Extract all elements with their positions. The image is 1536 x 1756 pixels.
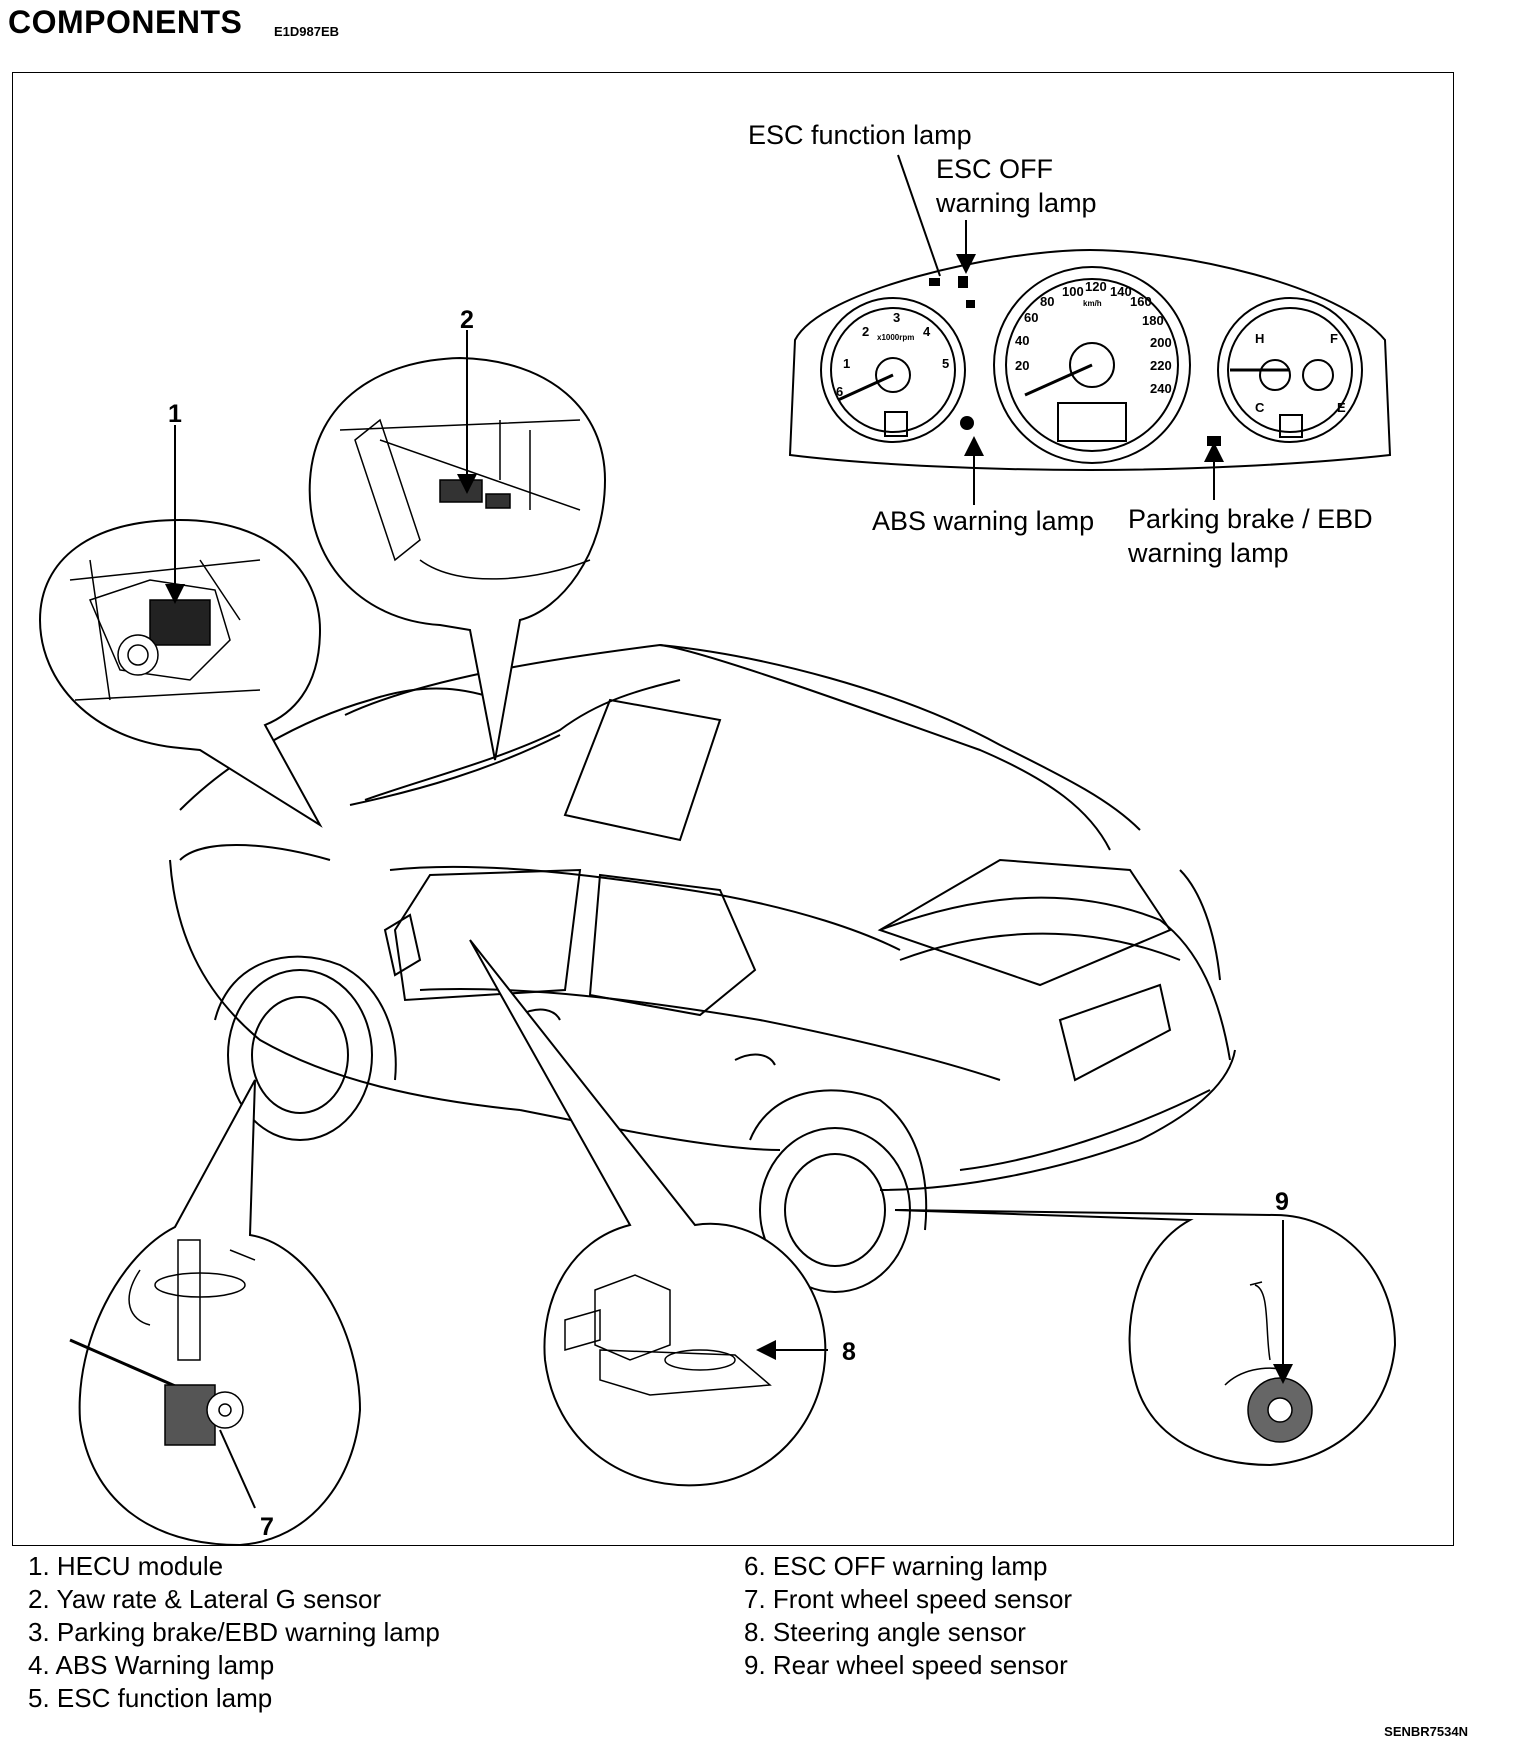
speed-40: 40 bbox=[1015, 333, 1029, 348]
instrument-cluster bbox=[788, 248, 1392, 472]
speed-unit: km/h bbox=[1083, 299, 1102, 308]
number-8: 8 bbox=[842, 1338, 856, 1366]
number-1: 1 bbox=[168, 400, 182, 428]
abs-warning-icon bbox=[960, 416, 974, 430]
speed-20: 20 bbox=[1015, 358, 1029, 373]
esc-off-icon bbox=[958, 276, 968, 288]
legend-item-2: 2. Yaw rate & Lateral G sensor bbox=[28, 1584, 382, 1614]
number-7: 7 bbox=[260, 1513, 274, 1541]
speed-240: 240 bbox=[1150, 381, 1172, 396]
legend-right: 6. ESC OFF warning lamp 7. Front wheel s… bbox=[744, 1550, 1072, 1682]
figure-code: SENBR7534N bbox=[1384, 1724, 1468, 1739]
rear-wheel-sensor-illustration bbox=[1224, 1281, 1313, 1443]
legend-item-5: 5. ESC function lamp bbox=[28, 1683, 273, 1713]
page-title: COMPONENTS bbox=[8, 4, 243, 40]
abs-label: ABS warning lamp bbox=[872, 506, 1094, 536]
steering-sensor-illustration bbox=[564, 1274, 772, 1396]
temp-h: H bbox=[1255, 331, 1264, 346]
speed-180: 180 bbox=[1142, 313, 1164, 328]
speed-120: 120 bbox=[1085, 279, 1107, 294]
speedometer-scale: 20 40 60 80 100 120 140 160 180 200 220 … bbox=[1015, 279, 1172, 396]
legend-item-7: 7. Front wheel speed sensor bbox=[744, 1584, 1073, 1614]
leader-lines bbox=[165, 154, 1293, 1509]
fuel-e: E bbox=[1337, 400, 1346, 415]
legend-left: 1. HECU module 2. Yaw rate & Lateral G s… bbox=[28, 1550, 440, 1715]
tach-3: 3 bbox=[893, 310, 900, 325]
tach-5: 5 bbox=[942, 356, 949, 371]
section-code: E1D987EB bbox=[274, 24, 340, 39]
legend-item-4: 4. ABS Warning lamp bbox=[28, 1650, 275, 1680]
speed-220: 220 bbox=[1150, 358, 1172, 373]
tach-unit: x1000rpm bbox=[877, 333, 914, 342]
diagram-frame bbox=[12, 72, 1454, 1546]
cluster-needles bbox=[837, 363, 1290, 402]
tach-1: 1 bbox=[843, 356, 850, 371]
esc-off-label-1: ESC OFF bbox=[936, 154, 1053, 184]
parking-brake-icon bbox=[1207, 436, 1221, 446]
front-wheel-leader bbox=[219, 1429, 256, 1509]
callout-bubbles bbox=[38, 356, 1397, 1547]
fuel-f: F bbox=[1330, 331, 1338, 346]
warning-icons bbox=[929, 276, 1221, 446]
callout-labels: ESC function lamp ESC OFF warning lamp A… bbox=[748, 120, 1373, 568]
number-9: 9 bbox=[1275, 1188, 1289, 1216]
speed-100: 100 bbox=[1062, 284, 1084, 299]
esc-function-label: ESC function lamp bbox=[748, 120, 972, 150]
speed-80: 80 bbox=[1040, 294, 1054, 309]
number-2: 2 bbox=[460, 306, 474, 334]
bubble-steering bbox=[469, 939, 827, 1487]
esc-function-leader bbox=[897, 154, 941, 277]
bubble-rear-wheel bbox=[894, 1209, 1397, 1467]
bubble-yaw bbox=[308, 356, 607, 761]
vehicle-outline bbox=[169, 643, 1236, 1293]
temp-c: C bbox=[1255, 400, 1265, 415]
speed-140: 140 bbox=[1110, 284, 1132, 299]
esc-function-icon bbox=[929, 278, 940, 286]
abs-icon bbox=[966, 300, 975, 308]
temp-fuel-scale: H C F E bbox=[1255, 331, 1346, 415]
legend-item-9: 9. Rear wheel speed sensor bbox=[744, 1650, 1068, 1680]
tachometer-scale: 1 2 3 4 5 6 x1000rpm bbox=[836, 310, 949, 399]
legend-item-3: 3. Parking brake/EBD warning lamp bbox=[28, 1617, 440, 1647]
speed-60: 60 bbox=[1024, 310, 1038, 325]
speed-160: 160 bbox=[1130, 294, 1152, 309]
legend-item-6: 6. ESC OFF warning lamp bbox=[744, 1551, 1048, 1581]
speed-200: 200 bbox=[1150, 335, 1172, 350]
tach-2: 2 bbox=[862, 324, 869, 339]
parking-label-2: warning lamp bbox=[1127, 538, 1289, 568]
hecu-illustration bbox=[69, 559, 261, 701]
legend-item-8: 8. Steering angle sensor bbox=[744, 1617, 1026, 1647]
front-wheel-sensor-illustration bbox=[69, 1239, 256, 1446]
bubble-hecu bbox=[38, 518, 323, 828]
tach-6: 6 bbox=[836, 384, 843, 399]
legend-item-1: 1. HECU module bbox=[28, 1551, 224, 1581]
esc-off-label-2: warning lamp bbox=[935, 188, 1097, 218]
parking-label-1: Parking brake / EBD bbox=[1128, 504, 1373, 534]
component-numbers: 1 2 7 8 9 bbox=[168, 306, 1289, 1541]
bubble-front-wheel bbox=[78, 1079, 362, 1547]
tach-4: 4 bbox=[923, 324, 931, 339]
